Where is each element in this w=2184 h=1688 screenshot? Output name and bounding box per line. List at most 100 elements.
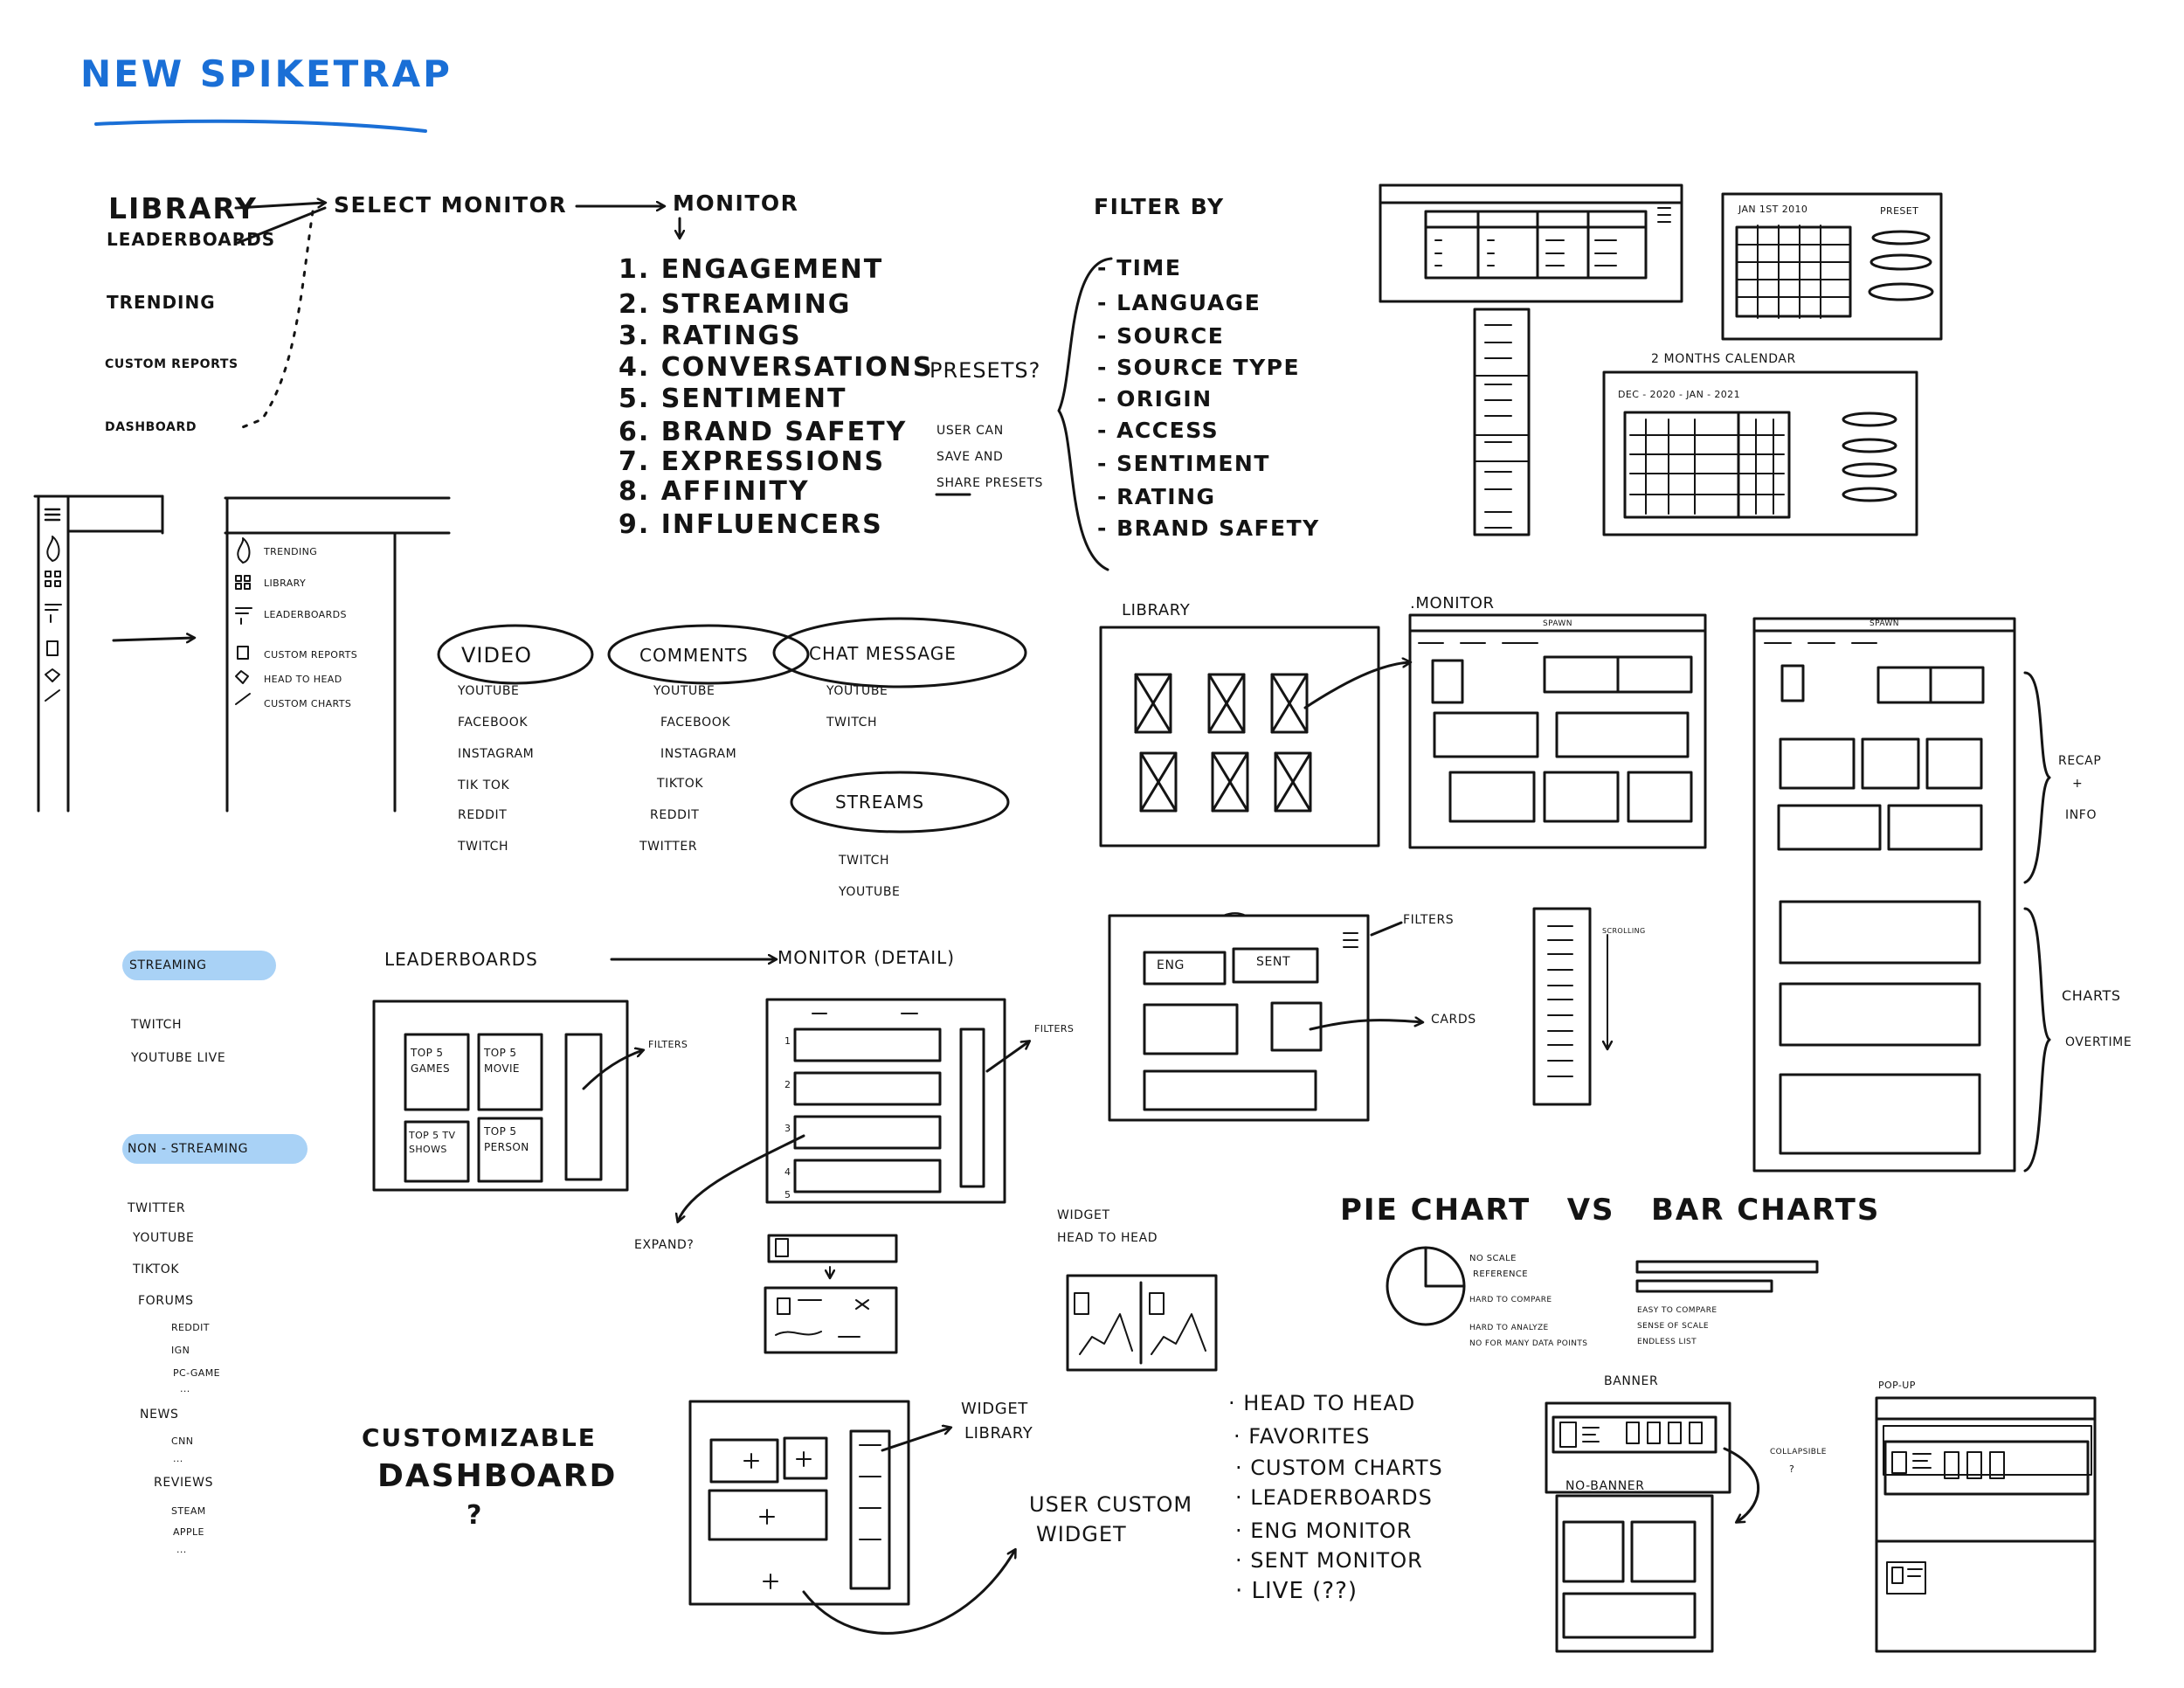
comments-item-4: Tiktok [657, 777, 704, 791]
monitor-item-9: 9. Influencers [619, 509, 883, 540]
sidebar-expanded-wireframe [225, 498, 449, 811]
no-banner-wireframe [1557, 1496, 1712, 1651]
flow-leaderboards: Leaderboards [107, 229, 276, 250]
non-streaming-pill [122, 1134, 308, 1164]
sidebar-collapsed-wireframe [35, 496, 162, 811]
collapsible-label: Collapsible [1770, 1448, 1827, 1456]
monitor-detail-title: Monitor (detail) [778, 947, 956, 968]
menu-library: Library [264, 578, 307, 589]
user-custom-1: User custom [1029, 1492, 1193, 1517]
lb-card-2: Top 5 Movie [484, 1047, 520, 1075]
dash-list-3: · Custom Charts [1235, 1456, 1443, 1480]
forum-item-4: ... [180, 1383, 190, 1394]
oval-comments [609, 626, 808, 683]
comments-item-1: Youtube [653, 684, 715, 698]
flow-library: Library [108, 191, 258, 225]
page-title: New Spiketrap [80, 52, 453, 95]
reviews-item-2: Apple [173, 1526, 204, 1538]
pie-note-1: No scale [1469, 1254, 1517, 1263]
source-chat-title: Chat message [809, 643, 957, 664]
dash-list-1: · Head to Head [1228, 1391, 1416, 1415]
flow-select-monitor: Select Monitor [334, 192, 568, 218]
rank-5: 5 [784, 1189, 791, 1200]
comments-item-5: Reddit [650, 808, 700, 822]
reviews-title: Reviews [154, 1476, 214, 1490]
news-item-2: ... [173, 1453, 183, 1464]
pie-slice [1426, 1248, 1464, 1286]
lb-filters: Filters [648, 1039, 688, 1050]
brace-recap [2025, 673, 2049, 882]
monitor-item-5: 5. Sentiment [619, 384, 847, 414]
label-overtime: overtime [2065, 1035, 2132, 1049]
scroll-panel-wireframe [1534, 909, 1607, 1104]
leaderboards-title: Leaderboards [384, 949, 538, 970]
filter-brand-safety: - Brand safety [1097, 515, 1320, 541]
monitor-item-4: 4. Conversations [619, 352, 934, 383]
arrow-detail-filters [987, 1041, 1029, 1071]
arrow-expand-sidebar [114, 638, 194, 640]
brace-charts [2025, 909, 2049, 1171]
oval-chat-message [774, 619, 1026, 687]
dash-list-2: · Favorites [1234, 1424, 1371, 1449]
dash-list-4: · Leaderboards [1235, 1485, 1433, 1510]
news-title: News [140, 1408, 179, 1422]
monitor-item-8: 8. Affinity [619, 476, 810, 507]
reviews-item-1: Steam [171, 1505, 206, 1517]
filter-rating: - Rating [1097, 484, 1216, 509]
filter-source-type: - Source type [1097, 355, 1301, 380]
oval-video [439, 626, 592, 683]
calendar-single-wireframe [1723, 194, 1941, 339]
label-eng: Eng [1157, 958, 1185, 972]
monitor-item-3: 3. Ratings [619, 321, 802, 351]
pie-note-2: reference [1473, 1269, 1528, 1279]
arrow-custom-widget [804, 1550, 1015, 1633]
dashboard-title-3: ? [467, 1500, 484, 1531]
streaming-item-2: Youtube Live [131, 1051, 226, 1065]
expand-wireframe [765, 1235, 896, 1352]
label-recap-plus: + [2072, 777, 2084, 791]
calendar-months: Dec - 2020 - Jan - 2021 [1618, 389, 1740, 400]
arrow-library-to-monitor [1305, 662, 1410, 708]
banner-label: Banner [1604, 1374, 1659, 1388]
line-leaderboards-select [238, 208, 325, 243]
rank-4: 4 [784, 1166, 791, 1178]
label-spawn-2: Spawn [1870, 619, 1899, 628]
arrow-collapsible [1724, 1449, 1759, 1522]
pie-vs-bar-title: Pie chart vs Bar charts [1340, 1193, 1881, 1228]
flow-trending: Trending [107, 292, 216, 313]
lb-card-1: Top 5 Games [411, 1047, 451, 1075]
rank-2: 2 [784, 1079, 791, 1090]
filter-cards-wireframe [1109, 913, 1368, 1120]
monitor-item-2: 2. Streaming [619, 289, 852, 320]
filter-source: - Source [1097, 323, 1225, 349]
streaming-pill [122, 951, 276, 980]
bar-note-3: Endless list [1637, 1338, 1697, 1346]
pie-note-3: Hard to compare [1469, 1296, 1552, 1304]
arrow-expand [678, 1136, 804, 1221]
widget-h2h-label-1: Widget [1057, 1208, 1110, 1222]
arrow-library-select [236, 203, 325, 208]
arrow-filters [1372, 923, 1401, 935]
menu-leaderboards: Leaderboards [264, 609, 347, 620]
non-streaming-item-1: Twitter [128, 1201, 186, 1215]
label-library: Library [1122, 601, 1191, 619]
video-item-6: Twitch [458, 840, 509, 854]
monitor-detail-wireframe [767, 1000, 1005, 1202]
label-filters: Filters [1403, 913, 1455, 927]
arrow-lb-filters [584, 1050, 643, 1089]
filter-panel-wireframe [1380, 185, 1682, 535]
comments-item-6: Twitter [639, 840, 698, 854]
dash-list-6: · Sent Monitor [1235, 1548, 1423, 1573]
pie-note-4: Hard to analyze [1469, 1324, 1549, 1332]
non-streaming-label: Non - Streaming [128, 1142, 249, 1156]
label-recap: Recap [2058, 754, 2102, 768]
dash-list-5: · Eng Monitor [1235, 1519, 1413, 1543]
label-cards: Cards [1431, 1013, 1476, 1027]
flow-monitor: Monitor [673, 190, 799, 216]
menu-custom-reports: Custom Reports [264, 649, 358, 661]
filter-language: - Language [1097, 290, 1261, 315]
monitor-wireframe [1410, 615, 1705, 847]
rank-3: 3 [784, 1123, 791, 1134]
comments-item-3: Instagram [660, 747, 737, 761]
